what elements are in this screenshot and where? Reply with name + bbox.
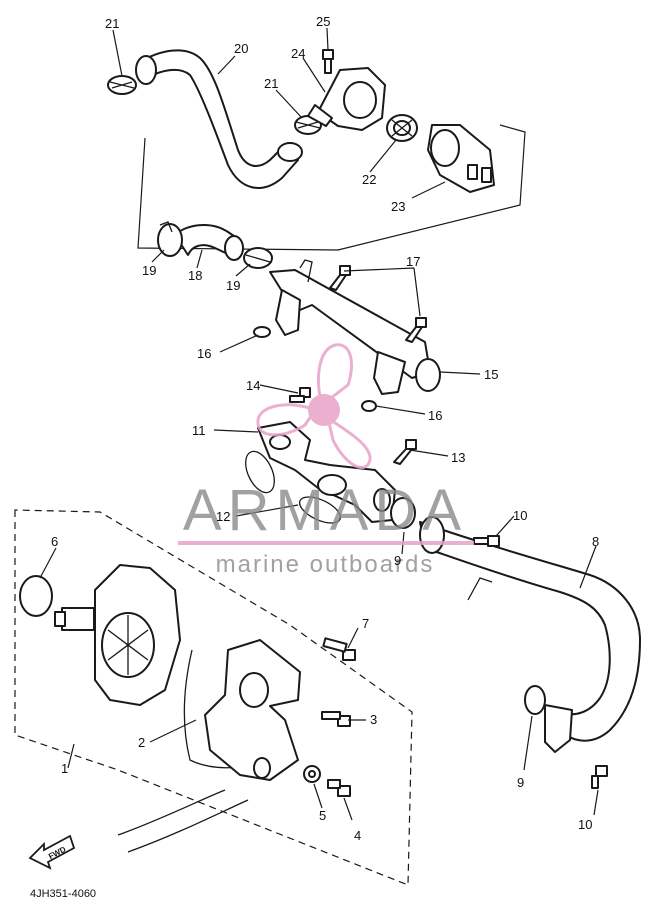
callout-15: 15 [484, 367, 498, 382]
watermark-divider [178, 541, 474, 545]
callout-24: 24 [291, 46, 305, 61]
callout-22: 22 [362, 172, 376, 187]
bolt-hose-upper [473, 535, 500, 547]
callout-23: 23 [391, 199, 405, 214]
middle-hose [174, 224, 244, 261]
leader-lines [39, 27, 599, 821]
o-ring-hose-lower [524, 685, 546, 715]
bolt-hose-lower [591, 765, 608, 789]
upper-hose [135, 49, 303, 189]
bolt-housing-top [322, 637, 356, 661]
callout-4: 4 [354, 828, 361, 843]
callout-13: 13 [451, 450, 465, 465]
callout-16-upper: 16 [197, 346, 211, 361]
bolt-elbow-right [393, 439, 417, 465]
callout-2: 2 [138, 735, 145, 750]
long-water-hose [419, 516, 641, 753]
callout-9-lower: 9 [517, 775, 524, 790]
callout-12: 12 [216, 509, 230, 524]
callout-6: 6 [51, 534, 58, 549]
callout-18: 18 [188, 268, 202, 283]
water-pump-body [54, 564, 181, 706]
callout-9-upper: 9 [394, 553, 401, 568]
bolt-elbow-left [289, 387, 311, 403]
thermostat-housing [427, 124, 495, 193]
gasket [245, 450, 342, 524]
callout-10-upper: 10 [513, 508, 527, 523]
callout-1: 1 [61, 761, 68, 776]
washer [303, 765, 321, 783]
callout-14: 14 [246, 378, 260, 393]
pump-o-ring [19, 575, 53, 617]
callout-17: 17 [406, 254, 420, 269]
hose-clamp-middle-left [157, 221, 183, 257]
pump-housing [183, 639, 301, 781]
water-pipe [269, 259, 441, 395]
callout-8: 8 [592, 534, 599, 549]
bolt-housing-bottom [327, 779, 351, 797]
thermostat-cover [307, 67, 386, 131]
callout-20: 20 [234, 41, 248, 56]
hose-clamp-upper-left [107, 75, 137, 95]
bolt-housing-side [321, 711, 351, 727]
watermark-tagline: marine outboards [216, 551, 435, 578]
hose-clamp-middle-right [243, 247, 273, 269]
callout-3: 3 [370, 712, 377, 727]
lower-hose [117, 789, 249, 853]
callout-7: 7 [362, 616, 369, 631]
o-ring-hose-upper [390, 497, 416, 529]
outlet-elbow [257, 421, 396, 523]
callout-16-lower: 16 [428, 408, 442, 423]
diagram-code: 4JH351-4060 [30, 888, 96, 900]
forward-arrow-badge: FWD [28, 834, 76, 870]
assembly-boundary-lower [14, 509, 413, 886]
propeller-icon [256, 343, 372, 469]
callout-21-top: 21 [105, 16, 119, 31]
callout-5: 5 [319, 808, 326, 823]
callout-10-lower: 10 [578, 817, 592, 832]
callout-19-left: 19 [142, 263, 156, 278]
assembly-boundary-upper [137, 124, 526, 251]
thermostat [386, 114, 418, 142]
o-ring-pipe-lower [361, 400, 377, 412]
watermark-logo: ARMADA marine outboards [178, 343, 474, 578]
callout-19-right: 19 [226, 278, 240, 293]
bolt-pipe-lower [405, 317, 427, 343]
callout-11: 11 [192, 423, 206, 438]
bolt-top [322, 49, 334, 74]
watermark-brand: ARMADA [183, 478, 467, 543]
callout-25: 25 [316, 14, 330, 29]
o-ring-pipe-upper [253, 326, 271, 338]
callout-numbers: 21 20 21 25 24 22 23 17 19 18 19 16 15 1… [51, 14, 599, 843]
callout-21-mid: 21 [264, 76, 278, 91]
bolt-pipe-upper [329, 265, 351, 291]
forward-arrow-icon [28, 834, 76, 870]
